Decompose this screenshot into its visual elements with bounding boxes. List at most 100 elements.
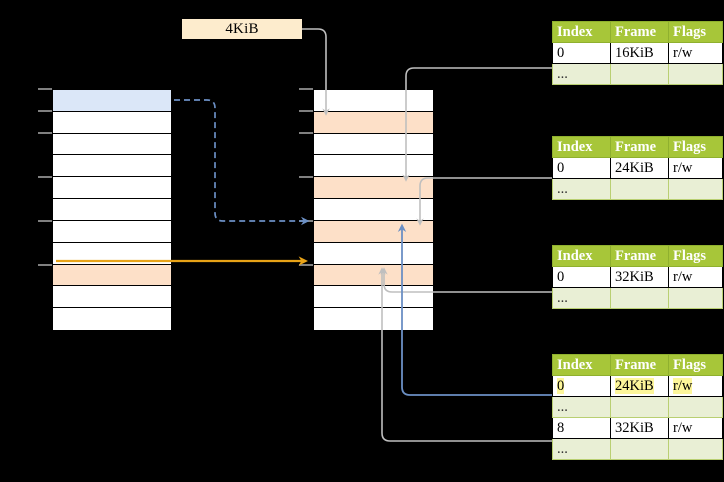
table-cell: r/w (668, 375, 723, 397)
physical-frame-row (314, 155, 433, 178)
column-header-frame: Frame (610, 136, 669, 158)
table-cell: r/w (668, 417, 723, 439)
table-cell: 24KiB (610, 375, 669, 397)
table-cell: 32KiB (610, 417, 669, 439)
row-tick-mark (38, 220, 52, 222)
row-tick-mark (38, 110, 52, 112)
wire-virtual-blue-to-frame (174, 99, 310, 226)
row-tick-mark (299, 110, 313, 112)
virtual-page-row (53, 264, 171, 287)
table-row[interactable]: ... (552, 438, 723, 460)
table-row[interactable]: ... (552, 178, 723, 200)
column-header-frame: Frame (610, 354, 669, 376)
physical-frame-row (314, 220, 433, 243)
physical-frame-row (314, 90, 433, 112)
row-tick-mark (38, 176, 52, 178)
table-row[interactable]: ... (552, 287, 723, 309)
table-cell: 32KiB (610, 266, 669, 288)
physical-frame-row (314, 199, 433, 221)
column-header-index: Index (552, 354, 611, 376)
table-cell: ... (552, 63, 611, 85)
table-cell: 24KiB (610, 157, 669, 179)
virtual-page-row (53, 199, 171, 221)
table-cell (610, 63, 669, 85)
table-cell (610, 178, 669, 200)
table-cell: 0 (552, 266, 611, 288)
table-cell: r/w (668, 266, 723, 288)
physical-frame-row (314, 308, 433, 330)
column-header-index: Index (552, 245, 611, 267)
page-size-label: 4KiB (182, 19, 302, 39)
column-header-flags: Flags (668, 21, 723, 43)
table-cell (610, 396, 669, 418)
table-cell: r/w (668, 157, 723, 179)
virtual-page-row (53, 308, 171, 330)
physical-frame-row (314, 264, 433, 287)
table-cell (668, 287, 723, 309)
virtual-page-row (53, 155, 171, 178)
physical-frame-row (314, 133, 433, 156)
column-header-flags: Flags (668, 136, 723, 158)
table-cell: ... (552, 178, 611, 200)
virtual-page-row (53, 90, 171, 112)
table-cell (668, 396, 723, 418)
row-tick-mark (299, 220, 313, 222)
wire-table2-to-frame (416, 177, 552, 226)
highlighted-value: 24KiB (615, 377, 654, 394)
row-tick-mark (38, 264, 52, 266)
row-tick-mark (38, 132, 52, 134)
table-cell (668, 438, 723, 460)
highlighted-value: r/w (673, 377, 693, 394)
row-tick-mark (299, 88, 313, 90)
physical-frame-row (314, 177, 433, 200)
table-cell: ... (552, 438, 611, 460)
virtual-page-row (53, 242, 171, 265)
table-cell (668, 178, 723, 200)
table-row[interactable]: ... (552, 396, 723, 418)
table-cell (610, 287, 669, 309)
table-cell: 0 (552, 42, 611, 64)
physical-memory-column (313, 89, 434, 331)
column-header-frame: Frame (610, 21, 669, 43)
physical-frame-row (314, 286, 433, 309)
row-tick-mark (299, 132, 313, 134)
virtual-address-column (52, 89, 172, 331)
table-cell (610, 438, 669, 460)
virtual-page-row (53, 220, 171, 243)
virtual-page-row (53, 177, 171, 200)
virtual-page-row (53, 133, 171, 156)
table-cell: 0 (552, 375, 611, 397)
table-cell (668, 63, 723, 85)
row-tick-mark (38, 88, 52, 90)
column-header-index: Index (552, 136, 611, 158)
virtual-page-row (53, 286, 171, 309)
column-header-flags: Flags (668, 354, 723, 376)
column-header-flags: Flags (668, 245, 723, 267)
physical-frame-row (314, 242, 433, 265)
table-cell: 0 (552, 157, 611, 179)
row-tick-mark (299, 176, 313, 178)
physical-frame-row (314, 111, 433, 134)
table-cell: ... (552, 396, 611, 418)
column-header-index: Index (552, 21, 611, 43)
table-cell: 16KiB (610, 42, 669, 64)
column-header-frame: Frame (610, 245, 669, 267)
table-cell: ... (552, 287, 611, 309)
virtual-page-row (53, 111, 171, 134)
table-row[interactable]: ... (552, 63, 723, 85)
table-cell: r/w (668, 42, 723, 64)
